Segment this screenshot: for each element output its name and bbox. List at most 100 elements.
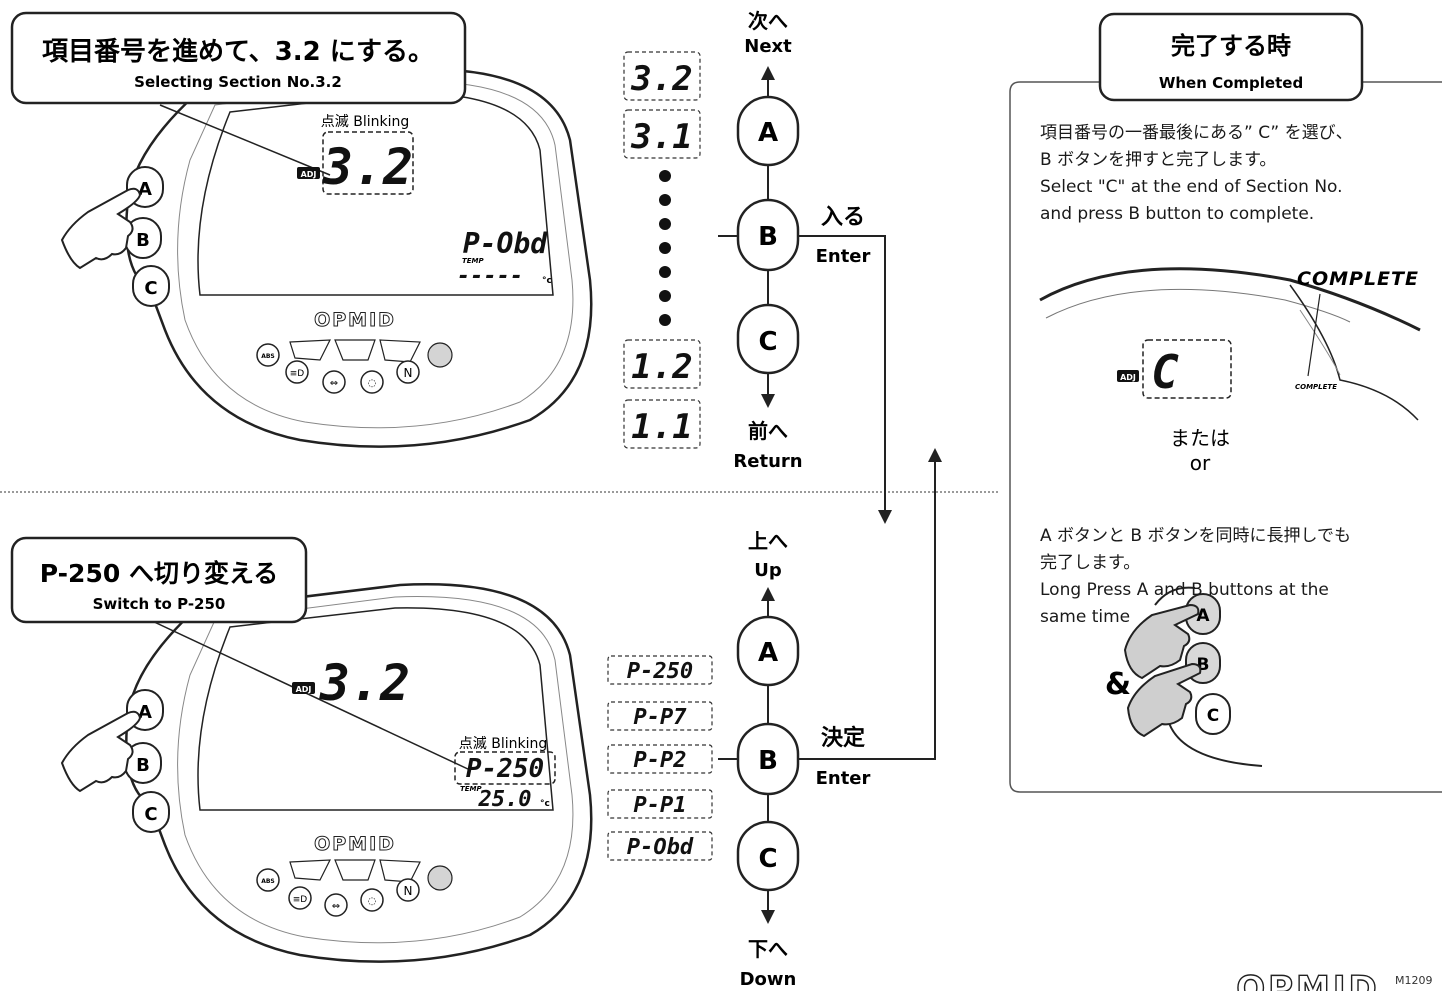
instruction-line: Long Press A and B buttons at the <box>1040 580 1329 600</box>
neutral-indicator <box>396 360 420 384</box>
arrow-down-icon <box>878 510 892 524</box>
meter-inner-rim <box>177 81 574 429</box>
callout-subtitle: Switch to P-250 <box>93 595 226 613</box>
callout-title: 項目番号を進めて、3.2 にする。 <box>42 37 434 67</box>
or-label-en: or <box>1190 451 1211 475</box>
headlight-indicator-label: ≡D <box>290 369 305 379</box>
up-label-en: Up <box>754 560 782 581</box>
abs-indicator <box>256 343 280 367</box>
panel-frame <box>1009 81 1442 793</box>
adj-badge <box>292 682 315 694</box>
tell-tale-lens <box>334 339 376 361</box>
footer-model: M1209 <box>1395 974 1433 987</box>
up-label-jp: 上へ <box>748 529 788 553</box>
complete-panel: 完了する時 When Completed COMPLETE COMPLETE A… <box>1009 12 1442 793</box>
button-a-label: A <box>138 702 152 723</box>
mode-item-value: P-P1 <box>634 793 687 818</box>
complete-instructions: 項目番号の一番最後にある” C” を選び、 B ボタンを押すと完了します。 Se… <box>1040 120 1430 228</box>
turn-indicator <box>324 893 348 917</box>
long-press-instructions: A ボタンと B ボタンを同時に長押しでも 完了します。 Long Press … <box>1040 523 1430 631</box>
down-label-jp: 下へ <box>748 937 788 961</box>
return-label-en: Return <box>733 451 802 472</box>
abs-indicator-label: ABS <box>261 353 275 360</box>
ellipsis-dot <box>659 314 671 326</box>
callout-pointer <box>149 619 471 771</box>
top-meter: 項目番号を進めて、3.2 にする。 Selecting Section No.3… <box>10 11 593 448</box>
arrow-down-icon <box>761 394 775 408</box>
enter-label-jp: 入る <box>821 205 865 230</box>
temp-unit: °c <box>542 276 552 286</box>
callout-pointer <box>159 104 331 176</box>
flow-button-b-label: B <box>758 746 778 776</box>
headlight-indicator <box>288 886 312 910</box>
flow-button-a-label: A <box>758 638 778 668</box>
meter-edge <box>1154 586 1196 606</box>
instruction-line: 項目番号の一番最後にある” C” を選び、 <box>1040 123 1353 143</box>
bottom-meter: P-250 へ切り変える Switch to P-250 ADJ 3.2 点滅 … <box>10 536 593 963</box>
engine-indicator-label: ◌ <box>368 378 377 389</box>
abs-indicator <box>256 868 280 892</box>
arrow-up-icon <box>928 448 942 462</box>
mode-item-value: P-250 <box>627 659 693 684</box>
gear-lamp <box>427 342 453 368</box>
mode-value: P-Obd <box>463 227 548 260</box>
decide-label-jp: 決定 <box>821 725 865 751</box>
button-c-label: C <box>144 278 157 299</box>
mode-item <box>607 701 713 731</box>
pointing-hand-icon <box>60 710 142 793</box>
blink-highlight <box>322 131 414 195</box>
neutral-indicator-label: N <box>404 366 413 380</box>
pointing-hand-icon <box>1123 603 1200 680</box>
section-item-value: 1.2 <box>631 347 692 387</box>
headlight-indicator <box>285 360 309 384</box>
footer-brand-logo: OPMID <box>1236 969 1380 991</box>
temp-unit: °c <box>540 799 550 809</box>
adj-label: ADJ <box>301 170 317 179</box>
mode-item-value: P-P7 <box>634 705 688 730</box>
instruction-line: B ボタンを押すと完了します。 <box>1040 150 1277 170</box>
section-value: 3.2 <box>322 138 413 196</box>
flow-button-b-label: B <box>758 222 778 252</box>
button-c <box>132 265 170 307</box>
lcd-panel <box>197 607 554 811</box>
button-a-label: A <box>1196 606 1210 626</box>
enter-flow-line <box>798 235 886 510</box>
instruction-line: Select "C" at the end of Section No. <box>1040 177 1343 197</box>
mode-item <box>607 655 713 685</box>
instruction-line: and press B button to complete. <box>1040 204 1315 224</box>
panel-title-jp: 完了する時 <box>1171 32 1291 60</box>
temp-label: TEMP <box>462 257 485 265</box>
flow-button-a-label: A <box>758 118 778 148</box>
adj-label: ADJ <box>296 685 312 694</box>
panel-title-en: When Completed <box>1159 74 1303 92</box>
next-label-jp: 次へ <box>748 9 788 33</box>
arrow-up-icon <box>761 66 775 80</box>
meter-arc <box>1039 267 1421 332</box>
ellipsis-dot <box>659 170 671 182</box>
ampersand: & <box>1105 667 1131 702</box>
brand-logo: OPMID <box>314 833 396 855</box>
turn-indicator-label: ⇔ <box>330 378 338 389</box>
button-b-label: B <box>136 755 150 776</box>
complete-pointer <box>1307 293 1321 377</box>
complete-big-label: COMPLETE <box>1297 268 1419 290</box>
instruction-line: A ボタンと B ボタンを同時に長押しでも <box>1040 526 1351 546</box>
engine-indicator-label: ◌ <box>368 896 377 907</box>
tell-tale-lens <box>289 859 331 881</box>
callout-subtitle: Selecting Section No.3.2 <box>134 73 342 91</box>
meter-edge <box>1167 719 1263 767</box>
or-label-jp: または <box>1170 426 1230 450</box>
mode-item-value: P-Obd <box>627 835 694 860</box>
ellipsis-dot <box>659 218 671 230</box>
panel-title-box <box>1098 12 1364 102</box>
ellipsis-dot <box>659 290 671 302</box>
blink-label: 点滅 Blinking <box>459 736 547 752</box>
button-c-label: C <box>144 804 157 825</box>
blink-label: 点滅 Blinking <box>321 114 409 130</box>
gear-lamp <box>427 865 453 891</box>
section-item-value: 3.1 <box>630 117 692 157</box>
enter-label-en: Enter <box>816 246 871 267</box>
meter-arc <box>1045 288 1351 323</box>
pointing-hand-icon <box>1126 662 1202 738</box>
ellipsis-dot <box>659 266 671 278</box>
